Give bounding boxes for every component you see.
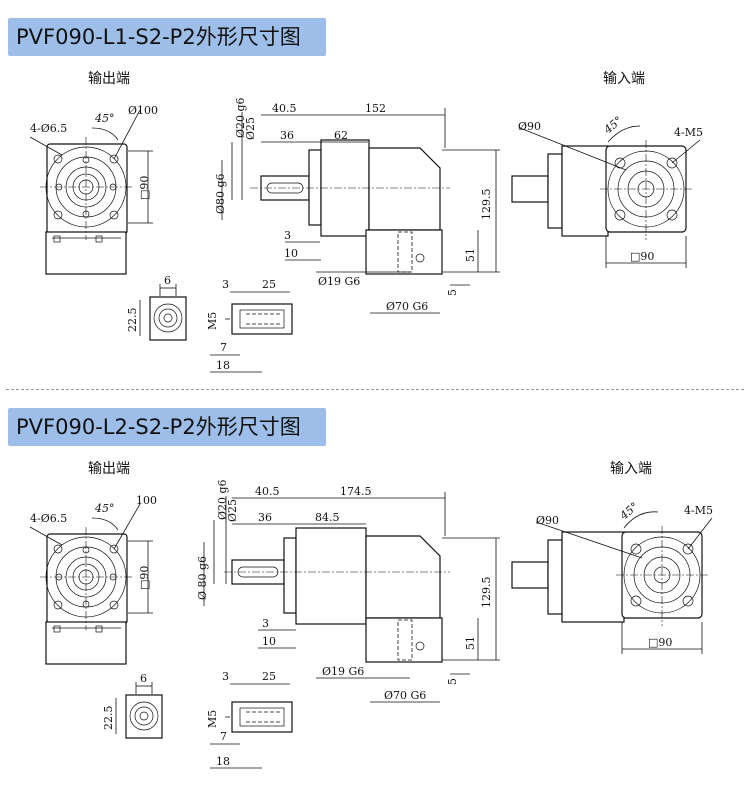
dim-tap-c: 7 xyxy=(220,730,227,743)
dim-key-h: 22.5 xyxy=(102,706,115,731)
input-end-view: Ø90 45° 4-M5 □90 xyxy=(511,500,713,654)
output-end-view: 4-Ø6.5 45° 100 □90 xyxy=(29,494,157,665)
dim-tap-a: 3 xyxy=(222,670,229,683)
drawing-panel-1: PVF090-L1-S2-P2外形尺寸图 输出端 输入端 4-Ø6.5 xyxy=(0,0,750,390)
dim-h-a: 51 xyxy=(464,248,477,262)
key-end-view: 6 22.5 xyxy=(126,274,187,341)
input-end-view: Ø90 45° 4-M5 □90 xyxy=(511,114,703,268)
dim-d-in1: Ø19 G6 xyxy=(318,275,360,288)
dim-tap-m: M5 xyxy=(206,710,219,728)
dim-d2: Ø20 g6 xyxy=(234,97,247,138)
dim-d-in2: Ø70 G6 xyxy=(384,689,426,702)
panel-title: PVF090-L1-S2-P2外形尺寸图 xyxy=(8,18,326,56)
dim-h-total: 129.5 xyxy=(480,577,493,609)
dim-tap-d: 18 xyxy=(216,755,230,768)
dim-tap-a: 3 xyxy=(222,278,229,291)
drawing-svg: 4-Ø6.5 45° 100 □90 6 22.5 3 xyxy=(29,479,713,769)
dim-d1: Ø25 xyxy=(244,117,257,140)
dim-in-sq: □90 xyxy=(648,636,672,649)
output-end-label: 输出端 xyxy=(88,461,130,477)
dim-in-holes: 4-M5 xyxy=(674,126,703,139)
dim-bolt-holes: 4-Ø6.5 xyxy=(30,122,67,135)
output-end-view: 4-Ø6.5 45° Ø100 □90 xyxy=(29,104,158,275)
dim-key-h: 22.5 xyxy=(126,308,139,333)
dim-l-c: 3 xyxy=(284,229,291,242)
dim-tap-c: 7 xyxy=(220,341,227,354)
dim-bolt-holes: 4-Ø6.5 xyxy=(30,512,67,525)
dim-d-in2: Ø70 G6 xyxy=(386,300,428,313)
tapped-hole-detail: 3 25 M5 7 18 xyxy=(206,278,293,373)
dim-d3: Ø80 g6 xyxy=(214,173,227,214)
tapped-hole-detail: 3 25 M5 7 18 xyxy=(206,670,293,769)
dim-h-total: 129.5 xyxy=(480,189,493,221)
dim-d3: Ø 80 g6 xyxy=(196,556,209,600)
key-end-view: 6 22.5 xyxy=(102,672,163,739)
panel-title: PVF090-L2-S2-P2外形尺寸图 xyxy=(8,408,326,446)
dim-in-pcd: Ø90 xyxy=(518,120,541,133)
dim-pcd: 100 xyxy=(136,494,157,507)
dim-tap-m: M5 xyxy=(206,312,219,330)
output-end-label: 输出端 xyxy=(88,71,130,87)
input-end-label: 输入端 xyxy=(603,71,645,87)
dim-tap-b: 25 xyxy=(262,278,276,291)
dim-in-angle: 45° xyxy=(601,114,625,137)
dim-l-b: 84.5 xyxy=(315,511,340,524)
dim-h-a: 51 xyxy=(464,636,477,650)
dim-h-b: 5 xyxy=(446,678,459,685)
dim-d1: Ø25 xyxy=(226,499,239,522)
dim-l-a: 36 xyxy=(280,129,294,142)
dim-l-total: 174.5 xyxy=(340,485,372,498)
dim-l-d: 10 xyxy=(262,635,276,648)
dim-tap-d: 18 xyxy=(216,359,230,372)
dim-l-d: 10 xyxy=(284,247,298,260)
dim-key-w: 6 xyxy=(164,274,171,287)
dim-l-b: 62 xyxy=(334,129,348,142)
dim-h-b: 5 xyxy=(446,289,459,296)
dim-in-sq: □90 xyxy=(630,250,654,263)
dim-in-holes: 4-M5 xyxy=(684,504,713,517)
dim-l-shaft: 40.5 xyxy=(272,102,297,115)
side-view: Ø25 Ø20 g6 Ø80 g6 40.5 152 36 62 3 10 12… xyxy=(214,97,500,314)
dim-flange-sq: □90 xyxy=(138,566,151,590)
dim-in-angle: 45° xyxy=(617,500,641,523)
drawing-svg: 4-Ø6.5 45° Ø100 □90 6 22.5 3 xyxy=(29,97,703,373)
dim-l-c: 3 xyxy=(262,617,269,630)
dim-in-pcd: Ø90 xyxy=(536,514,559,527)
side-view: Ø25 Ø20 g6 Ø 80 g6 40.5 174.5 36 84.5 3 … xyxy=(196,479,500,703)
dim-l-total: 152 xyxy=(365,102,386,115)
panel-separator xyxy=(6,389,744,390)
input-end-label: 输入端 xyxy=(610,461,652,477)
dim-l-a: 36 xyxy=(258,511,272,524)
dim-d2: Ø20 g6 xyxy=(216,479,229,520)
drawing-panel-2: PVF090-L2-S2-P2外形尺寸图 输出端 输入端 4-Ø6.5 xyxy=(0,392,750,782)
dim-pcd: Ø100 xyxy=(128,104,158,117)
dim-tap-b: 25 xyxy=(262,670,276,683)
dim-l-shaft: 40.5 xyxy=(255,485,280,498)
dim-flange-sq: □90 xyxy=(138,176,151,200)
dim-angle: 45° xyxy=(94,502,115,515)
dim-angle: 45° xyxy=(94,112,115,125)
dim-key-w: 6 xyxy=(140,672,147,685)
dim-d-in1: Ø19 G6 xyxy=(322,665,364,678)
